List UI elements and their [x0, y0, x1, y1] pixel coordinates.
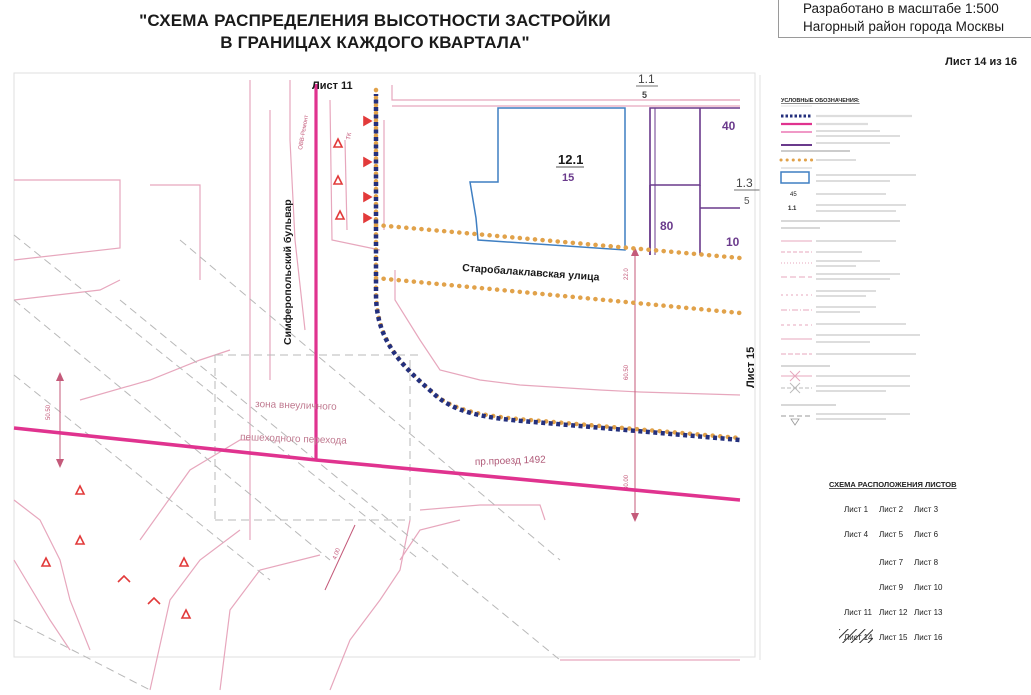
title-line-1: "СХЕМА РАСПРЕДЕЛЕНИЯ ВЫСОТНОСТИ ЗАСТРОЙК…	[139, 11, 611, 30]
legend-sample-1-1: 1.1	[788, 206, 797, 212]
sheet-cell: Лист 8	[914, 558, 939, 567]
zone-12-1-label: 12.1	[558, 152, 583, 167]
height-80: 80	[660, 219, 674, 233]
svg-text:ТК: ТК	[346, 132, 353, 141]
street-simferopolsky: Симферопольский бульвар	[282, 199, 294, 345]
scale-stamp: Разработано в масштабе 1:500 Нагорный ра…	[778, 0, 1031, 38]
sheet-cell: Лист 7	[879, 558, 904, 567]
sheet-cell: Лист 9	[879, 583, 904, 592]
underpass-label-2: пешеходного перехода	[240, 432, 348, 447]
street-starobalaklavskaya: Старобалаклавская улица	[462, 262, 600, 284]
zone-1-3-label: 1.3	[736, 176, 753, 190]
document-title: "СХЕМА РАСПРЕДЕЛЕНИЯ ВЫСОТНОСТИ ЗАСТРОЙК…	[0, 10, 750, 54]
quarter-borders	[373, 222, 743, 316]
scale-text: Разработано в масштабе 1:500	[803, 1, 999, 16]
current-sheet-hatch	[839, 629, 873, 643]
sheet-cell: Лист 6	[914, 530, 939, 539]
svg-text:30.00: 30.00	[624, 474, 630, 490]
zone-1-1-label: 1.1	[638, 72, 655, 86]
zone-12-1-height: 15	[562, 172, 574, 184]
dimension-arrows	[56, 247, 639, 522]
zone-purple-boundaries[interactable]	[649, 107, 740, 255]
sheet-cell: Лист 14	[844, 633, 873, 642]
sheet-cell: Лист 5	[879, 530, 904, 539]
dimension-values: 50.50 60.50 30.00 22.0 4.00 ОВВ-Ремонт Т…	[46, 114, 630, 560]
svg-text:60.50: 60.50	[624, 364, 630, 380]
sheet-cell: Лист 16	[914, 633, 943, 642]
title-line-2: В ГРАНИЦАХ КАЖДОГО КВАРТАЛА"	[220, 33, 530, 52]
sheet-cell: Лист 3	[914, 505, 939, 514]
sheet-cell: Лист 2	[879, 505, 904, 514]
sheet-layout-grid: Лист 1 Лист 2 Лист 3 Лист 4 Лист 5 Лист 6 Лист…	[839, 505, 943, 643]
sheet-number: Лист 14 из 16	[945, 56, 1017, 68]
svg-text:50.50: 50.50	[46, 404, 52, 420]
passage-label: пр.проезд 1492	[475, 455, 547, 468]
red-markers	[40, 115, 373, 619]
zone-1-3-height: 5	[744, 196, 750, 207]
district-text: Нагорный район города Москвы	[803, 19, 1005, 34]
map-frame	[13, 72, 756, 658]
legend: УСЛОВНЫЕ ОБОЗНАЧЕНИЯ: 45 1.1	[779, 98, 957, 489]
svg-text:22.0: 22.0	[624, 268, 630, 280]
svg-text:4.00: 4.00	[332, 547, 342, 561]
sheet-cell: Лист 1	[844, 505, 869, 514]
sheet-cell: Лист 15	[879, 633, 908, 642]
project-border	[373, 87, 743, 443]
legend-sample-45: 45	[790, 192, 797, 198]
map-labels: Лист 11 Лист 15 Симферопольский бульвар …	[240, 72, 760, 468]
zone-1-1-height: 5	[642, 90, 647, 100]
dimension-lines	[59, 250, 636, 591]
zone-12-1-boundary[interactable]	[469, 107, 626, 251]
height-10: 10	[726, 235, 740, 249]
svg-text:ОВВ-Ремонт: ОВВ-Ремонт	[298, 114, 310, 150]
construction-lines	[13, 234, 561, 691]
height-40: 40	[722, 119, 736, 133]
sheet-cell: Лист 11	[844, 608, 872, 617]
sheet-layout-title: СХЕМА РАСПОЛОЖЕНИЯ ЛИСТОВ	[829, 480, 957, 489]
sheet-cell: Лист 13	[914, 608, 943, 617]
sheet-cell: Лист 4	[844, 530, 869, 539]
underpass-label-1: зона внеуличного	[255, 399, 337, 413]
street-lines	[13, 80, 741, 691]
sheet-cell: Лист 10	[914, 583, 943, 592]
legend-title: УСЛОВНЫЕ ОБОЗНАЧЕНИЯ:	[781, 98, 860, 104]
sheet-11-label: Лист 11	[312, 80, 353, 92]
sheet-cell: Лист 12	[879, 608, 908, 617]
sheet-15-label: Лист 15	[745, 347, 757, 388]
boundary-city-district	[13, 426, 741, 502]
